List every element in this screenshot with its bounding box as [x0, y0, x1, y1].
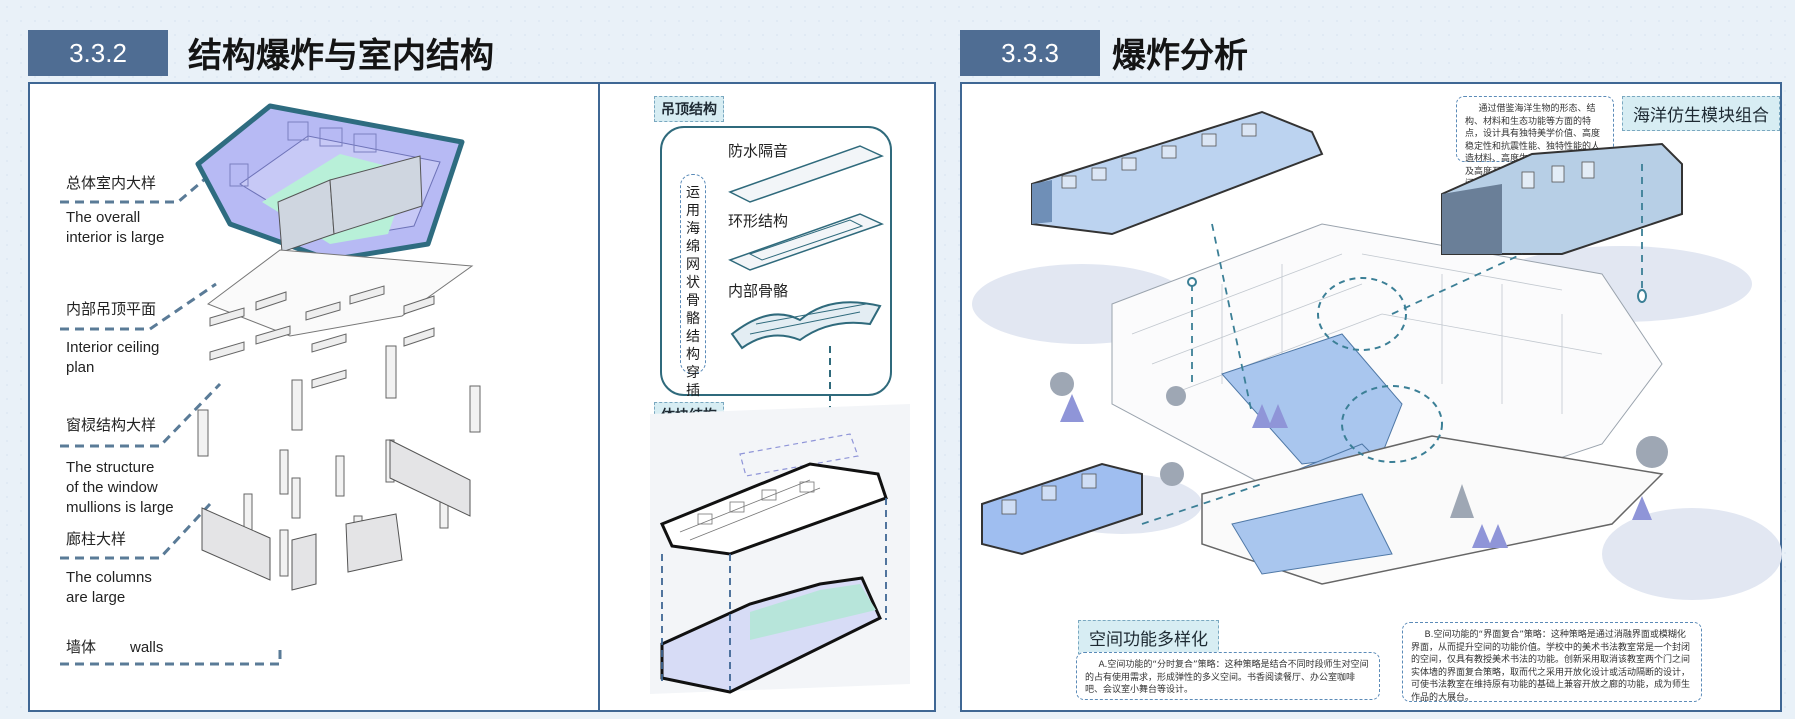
- label-window-zh: 窗棂结构大样: [66, 417, 157, 434]
- ceiling-vertical-caption: [680, 174, 706, 374]
- ceiling-vertical-text: 运用海绵网状骨骼结构穿插: [686, 185, 700, 399]
- block-structure-drawing: [650, 404, 910, 694]
- exploded-analysis-diagram: [972, 110, 1782, 600]
- left-panel: 总体室内大样 The overall interior is large 内部吊…: [28, 82, 936, 712]
- ceiling-layer-1: 防水隔音: [728, 142, 789, 160]
- section-number-right: 3.3.3: [960, 30, 1100, 76]
- label-walls-en: walls: [130, 639, 164, 656]
- label-overall-zh: 总体室内大样: [66, 175, 157, 192]
- right-panel: 通过借鉴海洋生物的形态、结构、材料和生态功能等方面的特点，设计具有独特美学价值、…: [960, 82, 1782, 712]
- panel-divider: [598, 84, 600, 710]
- exploded-structure-diagram: [60, 103, 481, 666]
- label-walls-zh: 墙体: [66, 639, 97, 656]
- note-strategy-a: A.空间功能的“分时复合”策略：这种策略是结合不同时段师生对空间的占有使用需求，…: [1076, 652, 1380, 700]
- tag-ceiling-structure: 吊顶结构: [654, 96, 724, 122]
- section-title-right: 爆炸分析: [1112, 36, 1248, 76]
- tag-marine-modules: 海洋仿生模块组合: [1622, 96, 1780, 131]
- note-strategy-b: B.空间功能的“界面复合”策略：这种策略是通过消融界面或模糊化界面，从而提升空间…: [1402, 622, 1702, 703]
- tag-space-diversity: 空间功能多样化: [1078, 620, 1219, 655]
- ceiling-layer-2: 环形结构: [728, 212, 789, 230]
- ceiling-layers-drawing: [728, 145, 885, 424]
- section-title-left: 结构爆炸与室内结构: [188, 36, 494, 76]
- label-columns-en: The columns are large: [66, 569, 152, 606]
- label-ceiling-zh: 内部吊顶平面: [66, 301, 157, 318]
- ceiling-layer-3: 内部骨骼: [728, 282, 789, 300]
- label-ceiling-en: Interior ceiling plan: [66, 339, 160, 376]
- section-number-left: 3.3.2: [28, 30, 168, 76]
- label-window-en: The structure of the window mullions is …: [66, 459, 174, 516]
- label-columns-zh: 廊柱大样: [66, 531, 127, 548]
- label-overall-en: The overall interior is large: [66, 209, 165, 246]
